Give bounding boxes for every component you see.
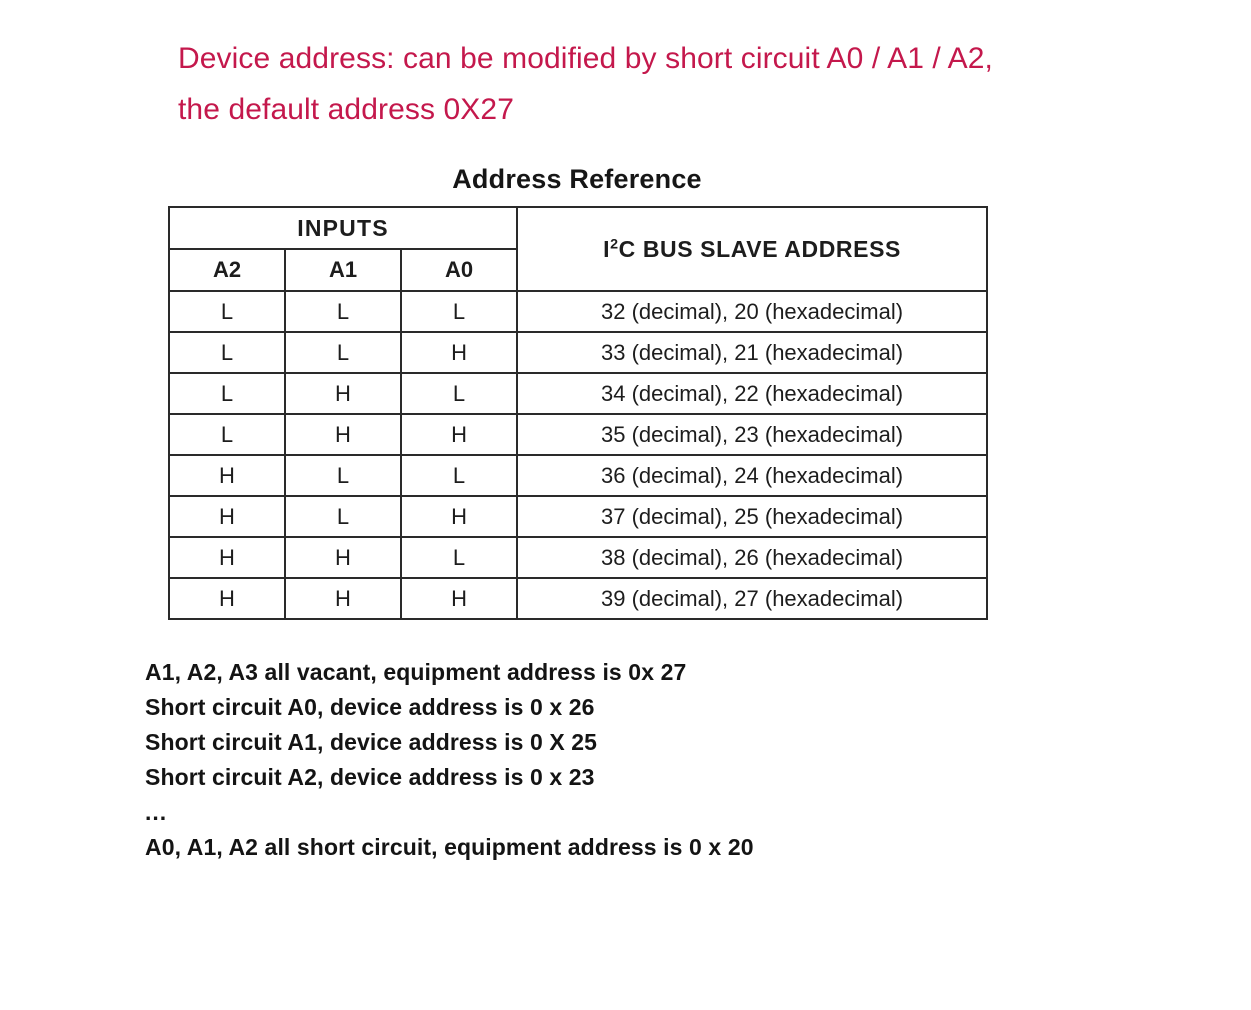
table-row: L L H 33 (decimal), 21 (hexadecimal): [168, 331, 989, 374]
header-i2c-bus-slave-address: I2C BUS SLAVE ADDRESS: [516, 206, 989, 292]
device-address-notice: Device address: can be modified by short…: [178, 33, 1128, 135]
cell-a0: L: [399, 290, 519, 333]
header-i2c-superscript: 2: [610, 235, 619, 252]
table-title: Address Reference: [452, 164, 702, 194]
table-row: H H H 39 (decimal), 27 (hexadecimal): [168, 577, 989, 620]
address-notes: A1, A2, A3 all vacant, equipment address…: [145, 655, 1105, 865]
note-line: Short circuit A2, device address is 0 x …: [145, 764, 595, 790]
cell-a2: L: [168, 331, 286, 374]
cell-a0: L: [399, 536, 519, 579]
cell-address: 33 (decimal), 21 (hexadecimal): [516, 331, 989, 374]
cell-a1: H: [284, 536, 402, 579]
table-row: L L L 32 (decimal), 20 (hexadecimal): [168, 290, 989, 333]
notice-line-2: the default address 0X27: [178, 93, 514, 126]
cell-address: 35 (decimal), 23 (hexadecimal): [516, 413, 989, 456]
cell-a0: H: [399, 413, 519, 456]
header-pin-a2: A2: [168, 248, 286, 292]
table-row: L H H 35 (decimal), 23 (hexadecimal): [168, 413, 989, 456]
cell-a2: H: [168, 495, 286, 538]
notice-line-1: Device address: can be modified by short…: [178, 42, 993, 75]
cell-a2: H: [168, 454, 286, 497]
table-row: H L H 37 (decimal), 25 (hexadecimal): [168, 495, 989, 538]
header-inputs: INPUTS: [167, 206, 519, 250]
note-line: A1, A2, A3 all vacant, equipment address…: [145, 659, 687, 685]
table-header-row-group: INPUTS I2C BUS SLAVE ADDRESS: [167, 206, 989, 292]
cell-a1: H: [284, 372, 402, 415]
cell-a0: H: [399, 577, 519, 620]
table-row: H L L 36 (decimal), 24 (hexadecimal): [168, 454, 989, 497]
cell-address: 32 (decimal), 20 (hexadecimal): [516, 290, 989, 333]
cell-address: 37 (decimal), 25 (hexadecimal): [516, 495, 989, 538]
cell-a1: H: [284, 577, 402, 620]
header-pin-a1: A1: [284, 248, 402, 292]
cell-address: 39 (decimal), 27 (hexadecimal): [516, 577, 989, 620]
cell-a1: L: [284, 495, 402, 538]
table-header-row-pins: A2 A1 A0: [168, 248, 987, 292]
cell-a0: H: [399, 331, 519, 374]
header-pin-a0: A0: [399, 248, 519, 292]
note-line-ellipsis: ...: [145, 799, 168, 825]
cell-a0: L: [399, 454, 519, 497]
address-reference-table: INPUTS I2C BUS SLAVE ADDRESS A2 A1 A0 L …: [167, 206, 989, 620]
note-line: Short circuit A0, device address is 0 x …: [145, 694, 595, 720]
cell-a1: L: [284, 454, 402, 497]
cell-a2: L: [168, 372, 286, 415]
cell-address: 38 (decimal), 26 (hexadecimal): [516, 536, 989, 579]
cell-a0: H: [399, 495, 519, 538]
cell-a2: L: [168, 413, 286, 456]
header-i2c-prefix: I: [603, 235, 611, 262]
cell-a2: H: [168, 536, 286, 579]
cell-a1: L: [284, 331, 402, 374]
cell-a1: H: [284, 413, 402, 456]
cell-address: 34 (decimal), 22 (hexadecimal): [516, 372, 989, 415]
cell-address: 36 (decimal), 24 (hexadecimal): [516, 454, 989, 497]
cell-a1: L: [284, 290, 402, 333]
note-line: Short circuit A1, device address is 0 X …: [145, 729, 598, 755]
cell-a0: L: [399, 372, 519, 415]
note-line: A0, A1, A2 all short circuit, equipment …: [145, 834, 754, 860]
header-i2c-rest: C BUS SLAVE ADDRESS: [618, 235, 901, 262]
cell-a2: H: [168, 577, 286, 620]
table-row: L H L 34 (decimal), 22 (hexadecimal): [168, 372, 989, 415]
cell-a2: L: [168, 290, 286, 333]
table-row: H H L 38 (decimal), 26 (hexadecimal): [168, 536, 989, 579]
